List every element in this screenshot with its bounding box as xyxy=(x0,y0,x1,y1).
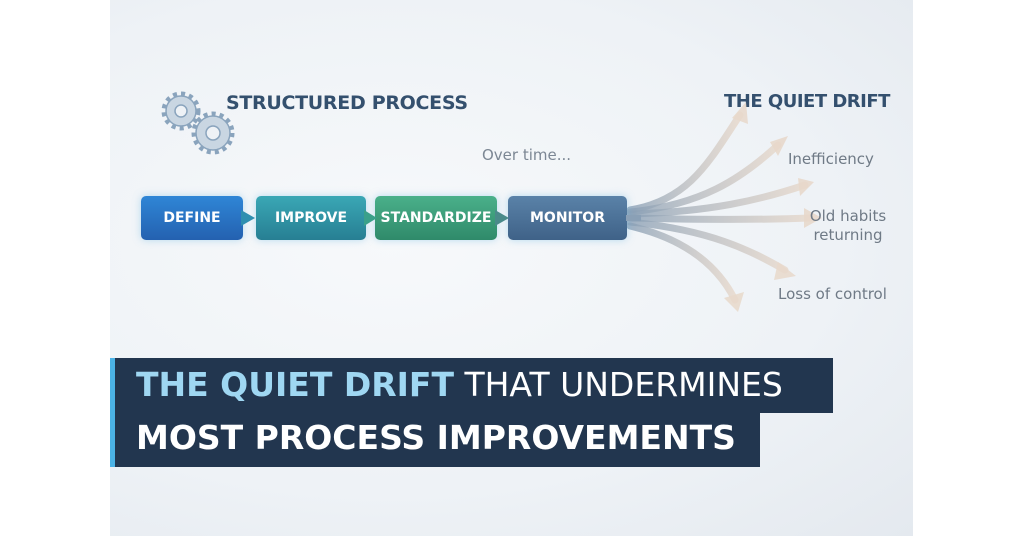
step-label: IMPROVE xyxy=(274,210,348,226)
headline-rest: THAT UNDERMINES xyxy=(453,365,783,404)
structured-process-title: STRUCTURED PROCESS xyxy=(226,92,468,114)
drift-arrow xyxy=(626,111,744,214)
accent-stripe xyxy=(110,358,115,467)
drift-arrow xyxy=(626,181,809,218)
step-label: DEFINE xyxy=(163,210,221,226)
drift-label-inefficiency: Inefficiency xyxy=(788,150,874,168)
drift-arrow xyxy=(626,141,782,216)
quiet-drift-title: THE QUIET DRIFT xyxy=(724,91,890,112)
step-standardize: STANDARDIZE xyxy=(375,196,497,240)
headline-banner xyxy=(110,358,833,413)
drift-arrows xyxy=(626,102,822,312)
headline-highlight: THE QUIET DRIFT xyxy=(136,365,454,404)
step-label: MONITOR xyxy=(530,210,605,226)
gears-icon xyxy=(161,91,235,155)
step-connectors xyxy=(241,210,641,226)
headline-line-1: THE QUIET DRIFT THAT UNDERMINES xyxy=(136,365,783,404)
over-time-label: Over time... xyxy=(482,146,572,164)
step-label: STANDARDIZE xyxy=(380,210,492,226)
step-improve: IMPROVE xyxy=(256,196,366,240)
step-monitor: MONITOR xyxy=(508,196,627,240)
step-define: DEFINE xyxy=(141,196,243,240)
drift-arrow xyxy=(626,214,814,223)
headline-banner xyxy=(110,412,760,467)
headline-line-2: MOST PROCESS IMPROVEMENTS xyxy=(136,418,736,457)
drift-label-old-habits: Old habits returning xyxy=(809,207,887,244)
drift-label-loss-of-control: Loss of control xyxy=(778,285,887,303)
drift-arrow xyxy=(626,218,789,274)
drift-arrow xyxy=(626,222,739,304)
